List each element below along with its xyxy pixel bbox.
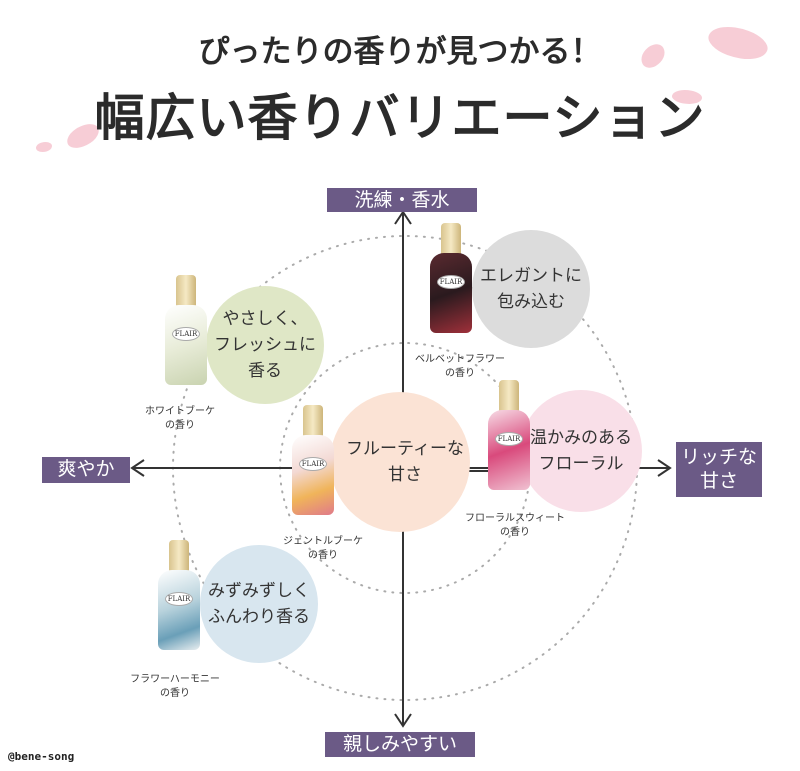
axis-label-right: リッチな 甘さ — [676, 442, 762, 497]
scent-bubble-flower-harmony: みずみずしく ふんわり香る — [200, 545, 318, 663]
scent-bubble-white-bouquet: やさしく、 フレッシュに 香る — [206, 286, 324, 404]
scent-bubble-gentle-bouquet: フルーティーな 甘さ — [330, 392, 470, 532]
page-subtitle: ぴったりの香りが見つかる！ — [198, 34, 602, 70]
page-title: 幅広い香りバリエーション — [94, 88, 706, 147]
scent-bubble-floral-sweet: 温かみのある フローラル — [520, 390, 642, 512]
axis-label-top: 洗練・香水 — [327, 188, 477, 212]
arrow-right-icon — [657, 459, 672, 477]
axis-label-bottom: 親しみやすい — [325, 732, 475, 757]
product-bottle-flower-harmony: FLAIR — [156, 540, 202, 650]
scent-bubble-velvet-flower: エレガントに 包み込む — [472, 230, 590, 348]
product-caption: フローラルスウィート の香り — [465, 513, 565, 538]
product-caption: ジェントルブーケ の香り — [283, 536, 363, 561]
product-bottle-velvet-flower: FLAIR — [428, 223, 474, 333]
axis-label-left: 爽やか — [42, 457, 130, 483]
product-caption: ホワイトブーケ の香り — [145, 406, 215, 431]
petal-decoration — [36, 142, 52, 152]
product-bottle-floral-sweet: FLAIR — [486, 380, 532, 490]
arrow-down-icon — [394, 713, 412, 728]
arrow-up-icon — [394, 210, 412, 225]
product-caption: ベルベットフラワー の香り — [415, 354, 505, 379]
watermark: @bene-song — [8, 750, 75, 763]
product-bottle-gentle-bouquet: FLAIR — [290, 405, 336, 515]
arrow-left-icon — [130, 459, 145, 477]
product-bottle-white-bouquet: FLAIR — [163, 275, 209, 385]
product-caption: フラワーハーモニー の香り — [130, 674, 220, 699]
